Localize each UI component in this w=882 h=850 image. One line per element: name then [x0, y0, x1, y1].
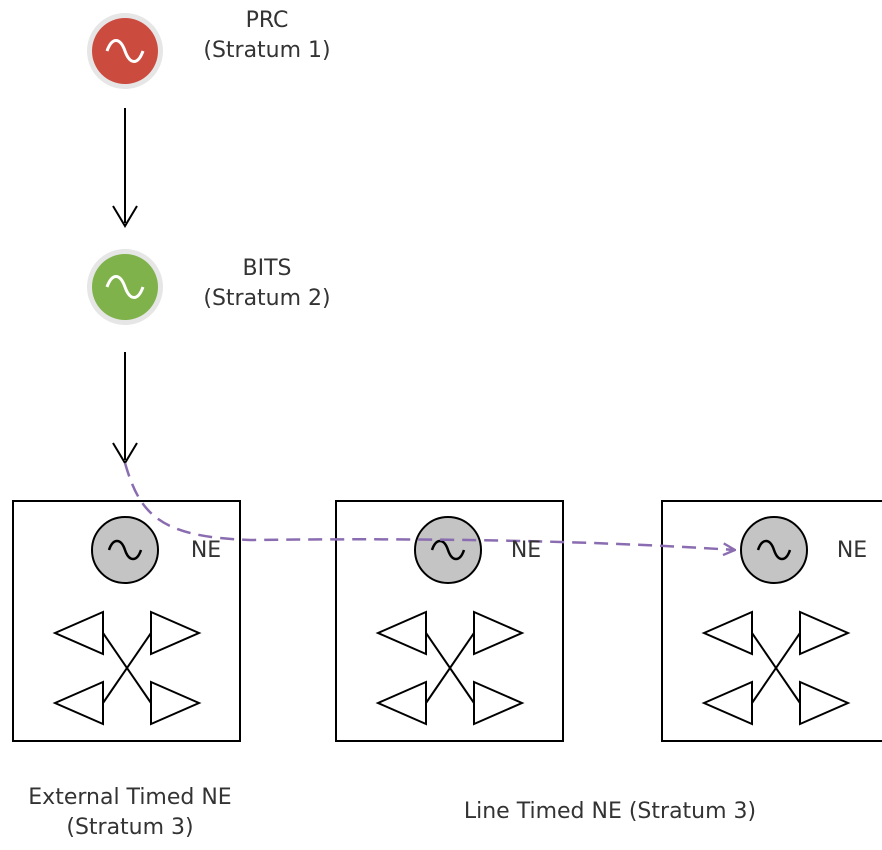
ne-label-1: NE	[190, 538, 222, 563]
ne-label-2: NE	[510, 538, 542, 563]
caption-external-line2: (Stratum 3)	[66, 815, 194, 840]
bits-clock	[87, 249, 163, 325]
ne-box-external	[12, 500, 241, 742]
caption-external-line1: External Timed NE	[28, 785, 232, 810]
ne-clock-icon	[414, 516, 482, 584]
cross-connect-icon	[701, 610, 851, 726]
timing-path-dashed	[123, 462, 735, 550]
bits-label: BITS (Stratum 2)	[182, 254, 352, 314]
arrow-bits-to-ne	[112, 352, 138, 465]
ne-clock-icon	[740, 516, 808, 584]
prc-stratum: (Stratum 1)	[203, 38, 331, 63]
caption-external-timed: External Timed NE (Stratum 3)	[0, 783, 260, 843]
ne-clock-icon	[91, 516, 159, 584]
cross-connect-icon	[52, 610, 202, 726]
bits-name: BITS	[242, 256, 292, 281]
prc-label: PRC (Stratum 1)	[182, 6, 352, 66]
ne-box-line-timed-2	[661, 500, 882, 742]
caption-line-timed: Line Timed NE (Stratum 3)	[463, 799, 757, 824]
bits-stratum: (Stratum 2)	[203, 286, 331, 311]
prc-clock	[87, 13, 163, 89]
cross-connect-icon	[375, 610, 525, 726]
arrow-prc-to-bits	[112, 108, 138, 228]
ne-label-3: NE	[836, 538, 868, 563]
prc-name: PRC	[245, 8, 289, 33]
